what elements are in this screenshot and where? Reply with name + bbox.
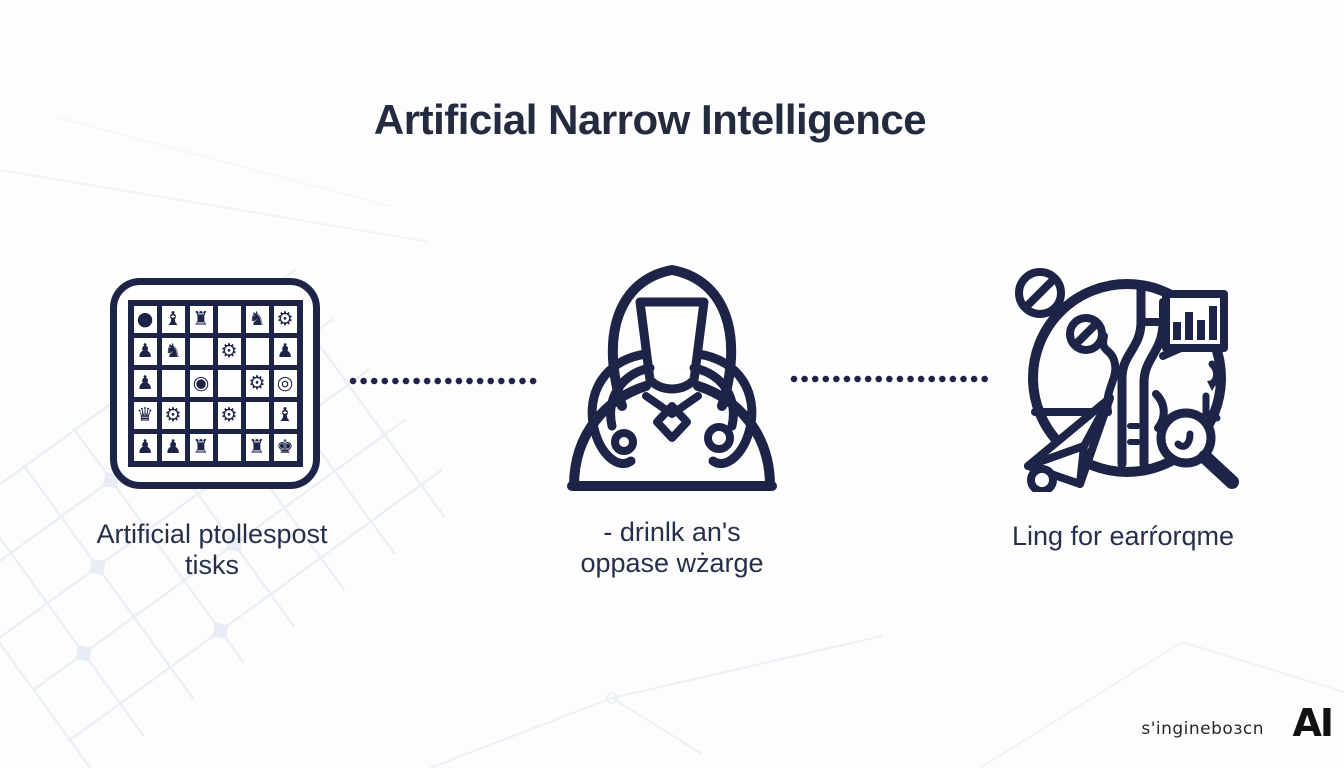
chess-cell: ♟ bbox=[133, 434, 157, 461]
ai-logo: AI bbox=[1292, 701, 1334, 745]
chess-cell: ● bbox=[133, 306, 157, 333]
chess-cell: ⚙ bbox=[217, 402, 241, 429]
chess-cell bbox=[245, 402, 269, 429]
chess-cell: ♟ bbox=[273, 338, 297, 365]
chess-cell: ♚ bbox=[273, 434, 297, 461]
chess-cell: ♜ bbox=[189, 434, 213, 461]
chess-cell: ⚙ bbox=[217, 338, 241, 365]
chess-cell bbox=[245, 338, 269, 365]
chess-cell: ♝ bbox=[161, 306, 185, 333]
chess-cell: ♞ bbox=[161, 338, 185, 365]
chess-cell: ◉ bbox=[189, 370, 213, 397]
chess-cell: ◎ bbox=[273, 370, 297, 397]
doctor-stethoscope-icon bbox=[558, 240, 786, 492]
chess-cell: ⚙ bbox=[161, 402, 185, 429]
chess-cell bbox=[189, 338, 213, 365]
map-exploration-icon bbox=[1008, 260, 1246, 492]
caption-line: tisks bbox=[185, 550, 239, 580]
chess-cell: ♟ bbox=[133, 370, 157, 397]
chess-grid: ●♝♜♞⚙♟♞⚙♟♟◉⚙◎♛⚙⚙♝♟♟♜♜♚ bbox=[127, 300, 303, 467]
chess-cell: ♜ bbox=[245, 434, 269, 461]
chess-cell: ♞ bbox=[245, 306, 269, 333]
dotted-connector-left bbox=[348, 377, 540, 385]
chess-cell bbox=[189, 402, 213, 429]
chess-cell bbox=[217, 434, 241, 461]
chess-cell bbox=[217, 370, 241, 397]
chess-cell: ⚙ bbox=[273, 306, 297, 333]
page-title: Artificial Narrow Intelligence bbox=[373, 96, 927, 143]
caption-line: Ling for earŕorqme bbox=[1011, 521, 1235, 551]
chess-cell: ⚙ bbox=[245, 370, 269, 397]
caption-line: Artificial ptollespost bbox=[96, 519, 328, 549]
chess-cell bbox=[217, 306, 241, 333]
chess-cell: ♟ bbox=[133, 338, 157, 365]
caption-map: Ling for earŕorqme bbox=[963, 521, 1283, 552]
dotted-connector-right bbox=[789, 375, 989, 383]
chess-cell: ♜ bbox=[189, 306, 213, 333]
chess-cell bbox=[161, 370, 185, 397]
caption-chess: Artificial ptollespost tisks bbox=[52, 519, 372, 581]
brand-text: s'ingineboɜcn bbox=[1141, 719, 1264, 739]
chess-cell: ♟ bbox=[161, 434, 185, 461]
chessboard-icon: ●♝♜♞⚙♟♞⚙♟♟◉⚙◎♛⚙⚙♝♟♟♜♜♚ bbox=[110, 278, 320, 489]
chess-cell: ♛ bbox=[133, 402, 157, 429]
caption-line: - drinlk an's bbox=[603, 517, 741, 547]
chess-cell: ♝ bbox=[273, 402, 297, 429]
caption-doctor: - drinlk an's oppase wżarge bbox=[512, 517, 832, 579]
caption-line: oppase wżarge bbox=[580, 548, 764, 578]
